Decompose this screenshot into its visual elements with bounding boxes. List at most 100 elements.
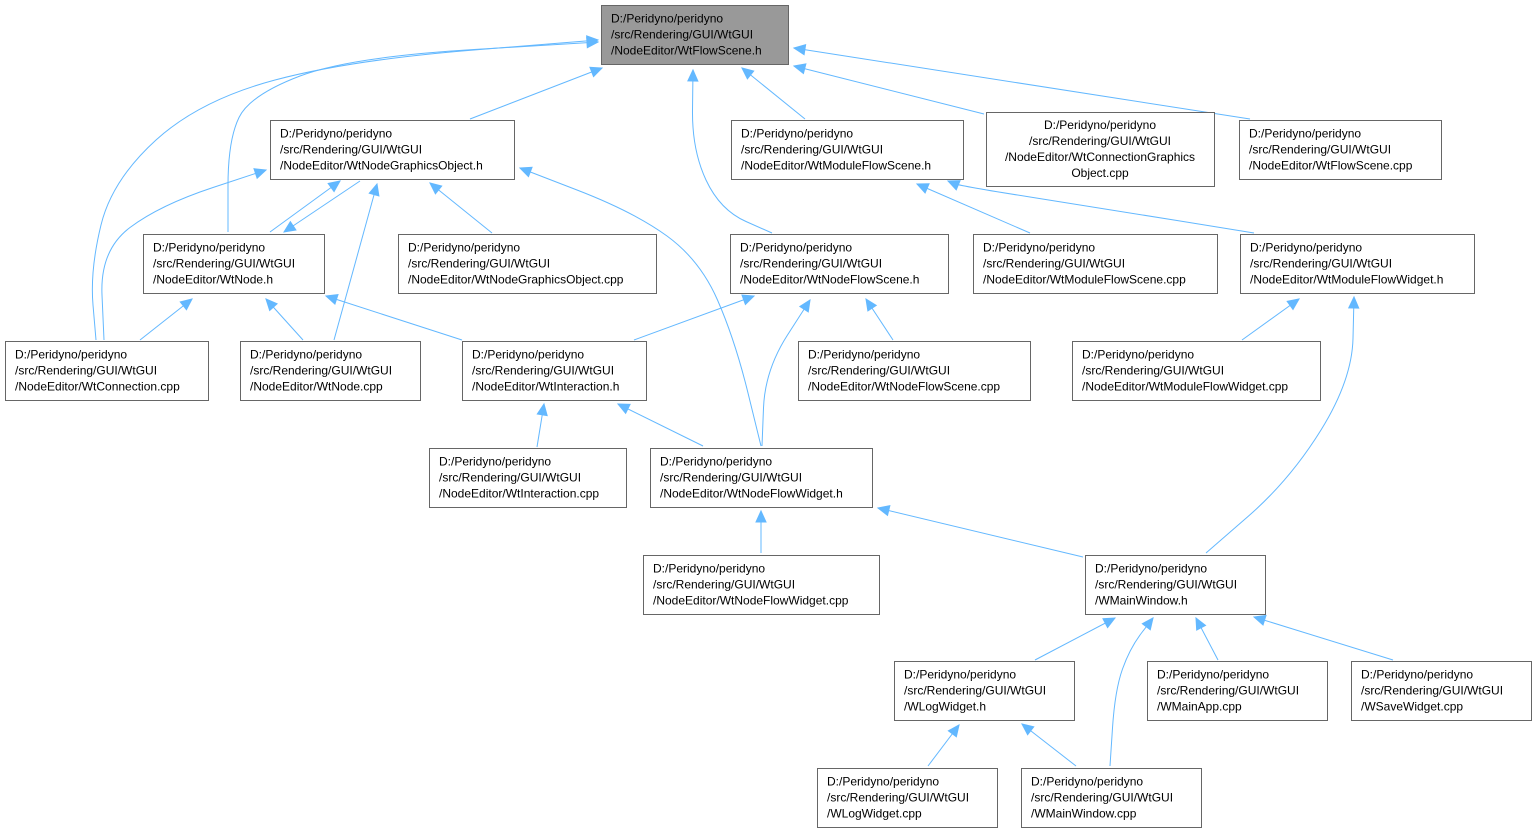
arrowhead: [798, 298, 811, 313]
node-nfs_cpp[interactable]: D:/Peridyno/peridyno/src/Rendering/GUI/W…: [798, 341, 1031, 401]
edge-line: [1241, 298, 1300, 341]
node-box[interactable]: [429, 448, 627, 508]
node-ngo_h[interactable]: D:/Peridyno/peridyno/src/Rendering/GUI/W…: [270, 120, 515, 180]
node-label-line: D:/Peridyno/peridyno: [653, 562, 765, 576]
node-nfw_cpp[interactable]: D:/Peridyno/peridyno/src/Rendering/GUI/W…: [643, 555, 880, 615]
edge-mainwin_cpp-to-log_h: [1021, 723, 1077, 767]
edge-log_h-to-mainwin_h: [1034, 617, 1117, 661]
node-fs_cpp[interactable]: D:/Peridyno/peridyno/src/Rendering/GUI/W…: [1239, 120, 1442, 180]
edge-nfs_h-to-root: [687, 68, 773, 234]
arrowhead: [368, 182, 380, 197]
node-conn_cpp[interactable]: D:/Peridyno/peridyno/src/Rendering/GUI/W…: [5, 341, 209, 401]
node-cgo_cpp[interactable]: D:/Peridyno/peridyno/src/Rendering/GUI/W…: [986, 112, 1215, 187]
node-box[interactable]: [731, 120, 964, 180]
node-node_h[interactable]: D:/Peridyno/peridyno/src/Rendering/GUI/W…: [143, 234, 325, 294]
edge-nfw_h-to-inter_h: [616, 403, 704, 447]
node-label-line: /NodeEditor/WtFlowScene.cpp: [1249, 159, 1413, 173]
arrowhead: [792, 63, 807, 75]
edge-node_cpp-to-ngo_h: [333, 182, 380, 341]
edge-line: [429, 182, 493, 234]
edge-nfw_cpp-to-nfw_h: [755, 509, 767, 553]
arrowhead: [518, 166, 533, 178]
node-root[interactable]: D:/Peridyno/peridyno/src/Rendering/GUI/W…: [601, 5, 789, 65]
arrowhead: [876, 505, 891, 517]
node-label-line: /NodeEditor/WtNodeGraphicsObject.h: [280, 159, 483, 173]
node-box[interactable]: [240, 341, 421, 401]
edge-line: [269, 180, 341, 233]
node-box[interactable]: [601, 5, 789, 65]
node-node_cpp[interactable]: D:/Peridyno/peridyno/src/Rendering/GUI/W…: [240, 341, 421, 401]
node-mainapp_cpp[interactable]: D:/Peridyno/peridyno/src/Rendering/GUI/W…: [1147, 661, 1328, 721]
node-box[interactable]: [143, 234, 325, 294]
node-mfs_h[interactable]: D:/Peridyno/peridyno/src/Rendering/GUI/W…: [731, 120, 964, 180]
arrowhead: [947, 724, 960, 738]
node-save_cpp[interactable]: D:/Peridyno/peridyno/src/Rendering/GUI/W…: [1351, 661, 1532, 721]
node-label-line: /NodeEditor/WtNodeFlowWidget.cpp: [653, 594, 849, 608]
node-box[interactable]: [1072, 341, 1321, 401]
node-box[interactable]: [1240, 234, 1475, 294]
edge-mfw_cpp-to-mfw_h: [1241, 298, 1300, 341]
edge-line: [877, 507, 1084, 558]
node-label-line: D:/Peridyno/peridyno: [740, 241, 852, 255]
node-mainwin_cpp[interactable]: D:/Peridyno/peridyno/src/Rendering/GUI/W…: [1021, 768, 1202, 828]
arrowhead: [1021, 723, 1035, 736]
node-box[interactable]: [894, 661, 1075, 721]
node-mainwin_h[interactable]: D:/Peridyno/peridyno/src/Rendering/GUI/W…: [1085, 555, 1266, 615]
node-label-line: /src/Rendering/GUI/WtGUI: [904, 684, 1046, 698]
node-nfw_h[interactable]: D:/Peridyno/peridyno/src/Rendering/GUI/W…: [650, 448, 873, 508]
node-ngo_cpp[interactable]: D:/Peridyno/peridyno/src/Rendering/GUI/W…: [398, 234, 657, 294]
node-label-line: /src/Rendering/GUI/WtGUI: [827, 791, 969, 805]
node-inter_h[interactable]: D:/Peridyno/peridyno/src/Rendering/GUI/W…: [462, 341, 647, 401]
node-mfw_h[interactable]: D:/Peridyno/peridyno/src/Rendering/GUI/W…: [1240, 234, 1475, 294]
node-box[interactable]: [730, 234, 949, 294]
node-label-line: /src/Rendering/GUI/WtGUI: [439, 471, 581, 485]
node-label-line: /WMainWindow.cpp: [1031, 807, 1137, 821]
node-box[interactable]: [1021, 768, 1202, 828]
node-label-line: /src/Rendering/GUI/WtGUI: [153, 257, 295, 271]
arrowhead: [741, 67, 755, 80]
node-label-line: D:/Peridyno/peridyno: [983, 241, 1095, 255]
node-label-line: D:/Peridyno/peridyno: [1082, 348, 1194, 362]
node-label-line: /src/Rendering/GUI/WtGUI: [1082, 364, 1224, 378]
arrowhead: [1141, 617, 1154, 631]
node-box[interactable]: [1239, 120, 1442, 180]
node-label-line: /src/Rendering/GUI/WtGUI: [280, 143, 422, 157]
edge-line: [916, 183, 1031, 234]
arrowhead: [915, 183, 930, 194]
node-box[interactable]: [462, 341, 647, 401]
node-label-line: /NodeEditor/WtNode.cpp: [250, 380, 383, 394]
node-mfs_cpp[interactable]: D:/Peridyno/peridyno/src/Rendering/GUI/W…: [973, 234, 1218, 294]
node-label-line: /WMainWindow.h: [1095, 594, 1188, 608]
node-box[interactable]: [398, 234, 657, 294]
node-label-line: /src/Rendering/GUI/WtGUI: [1031, 791, 1173, 805]
node-box[interactable]: [643, 555, 880, 615]
node-box[interactable]: [817, 768, 998, 828]
node-mfw_cpp[interactable]: D:/Peridyno/peridyno/src/Rendering/GUI/W…: [1072, 341, 1321, 401]
node-box[interactable]: [973, 234, 1218, 294]
node-label-line: /NodeEditor/WtModuleFlowScene.cpp: [983, 273, 1186, 287]
node-inter_cpp[interactable]: D:/Peridyno/peridyno/src/Rendering/GUI/W…: [429, 448, 627, 508]
edge-line: [469, 67, 603, 120]
node-log_cpp[interactable]: D:/Peridyno/peridyno/src/Rendering/GUI/W…: [817, 768, 998, 828]
arrowhead: [792, 44, 807, 56]
edge-line: [793, 47, 1251, 120]
edge-cgo_cpp-to-root: [792, 63, 985, 115]
edge-conn_cpp-to-node_h: [139, 298, 193, 341]
node-box[interactable]: [986, 112, 1215, 187]
node-label-line: /src/Rendering/GUI/WtGUI: [740, 257, 882, 271]
node-log_h[interactable]: D:/Peridyno/peridyno/src/Rendering/GUI/W…: [894, 661, 1075, 721]
node-box[interactable]: [1085, 555, 1266, 615]
edges-layer: [91, 35, 1394, 767]
arrowhead: [589, 66, 604, 78]
node-box[interactable]: [270, 120, 515, 180]
node-box[interactable]: [798, 341, 1031, 401]
node-box[interactable]: [1147, 661, 1328, 721]
node-nfs_h[interactable]: D:/Peridyno/peridyno/src/Rendering/GUI/W…: [730, 234, 949, 294]
node-box[interactable]: [1351, 661, 1532, 721]
node-box[interactable]: [650, 448, 873, 508]
arrowhead: [741, 294, 756, 306]
node-box[interactable]: [5, 341, 209, 401]
node-label-line: /NodeEditor/WtNodeGraphicsObject.cpp: [408, 273, 624, 287]
edge-line: [1109, 617, 1154, 767]
edge-line: [283, 180, 361, 233]
